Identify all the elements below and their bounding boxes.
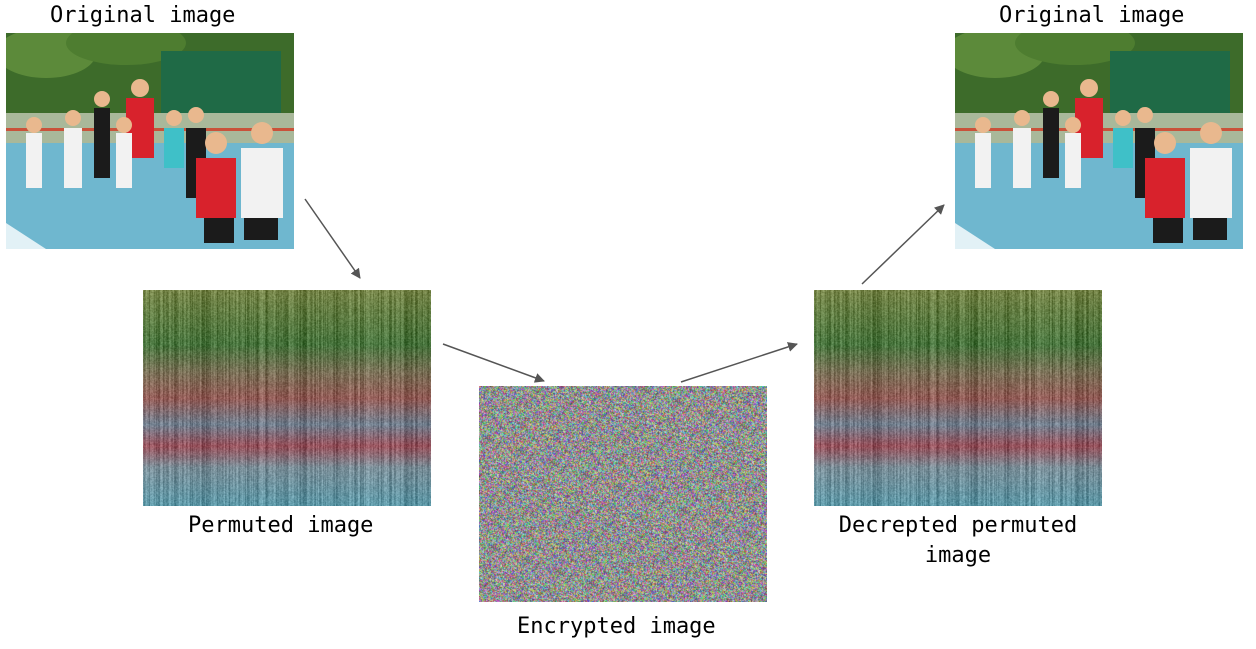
original-photo-left bbox=[6, 33, 294, 249]
decrypted-permuted-image-label: Decrepted permuted image bbox=[800, 511, 1116, 571]
arrow-permuted-to-encrypted bbox=[442, 343, 545, 383]
permuted-image-label: Permuted image bbox=[188, 513, 374, 538]
arrow-encrypted-to-decrypted bbox=[680, 342, 798, 383]
arrow-decrypted-to-original bbox=[861, 204, 945, 285]
arrow-original-to-permuted bbox=[304, 198, 361, 279]
encrypted-image bbox=[479, 386, 767, 602]
tennis-group-photo bbox=[6, 33, 294, 249]
decrypted-label-line2: image bbox=[924, 543, 992, 568]
original-image-label-left: Original image bbox=[50, 3, 236, 28]
encrypted-image-label: Encrypted image bbox=[517, 614, 716, 639]
original-image-label-right: Original image bbox=[999, 3, 1185, 28]
original-photo-right bbox=[955, 33, 1243, 249]
permuted-image bbox=[143, 290, 431, 506]
decrypted-label-line1: Decrepted permuted bbox=[838, 513, 1078, 538]
decrypted-permuted-image bbox=[814, 290, 1102, 506]
tennis-group-photo-restored bbox=[955, 33, 1243, 249]
